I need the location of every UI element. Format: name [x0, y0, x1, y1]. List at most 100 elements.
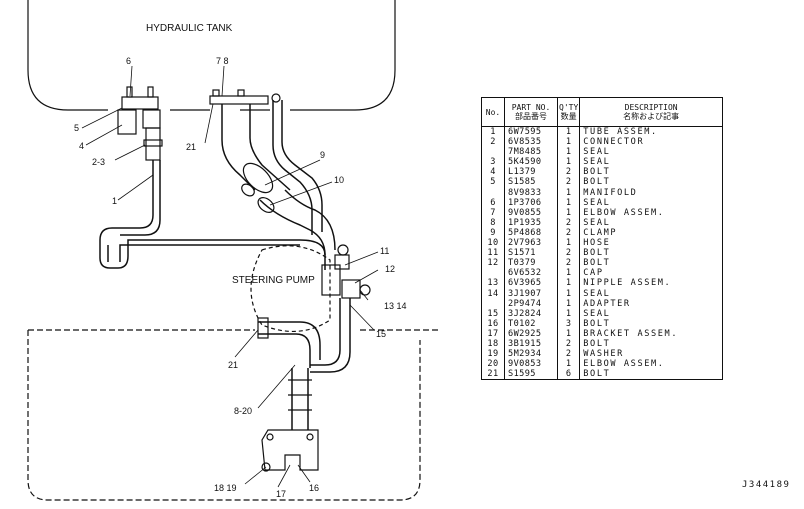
cell-qty: 2 — [557, 338, 581, 350]
cell-part-no: 5M2934 — [504, 349, 558, 360]
cell-part-no: 5P4868 — [504, 227, 558, 239]
cell-item-no: 1 — [481, 126, 505, 138]
cell-description: CONNECTOR — [583, 137, 645, 148]
bracket — [261, 429, 319, 472]
callout-1: 1 — [112, 196, 117, 206]
tank-outline — [27, 0, 396, 111]
cell-description: SEAL — [583, 288, 611, 299]
cell-description: CLAMP — [583, 227, 618, 238]
cell-item-no — [481, 187, 505, 198]
cell-qty: 1 — [557, 157, 581, 168]
cell-part-no: S1585 — [504, 177, 558, 188]
cell-item-no: 10 — [481, 238, 505, 249]
pump-label: STEERING PUMP — [232, 275, 315, 286]
callout-4: 4 — [79, 141, 84, 151]
cell-description: BOLT — [583, 338, 611, 349]
cell-description: NIPPLE ASSEM. — [583, 278, 672, 289]
cell-part-no: 7M8485 — [504, 147, 558, 158]
tank-label: HYDRAULIC TANK — [146, 23, 233, 34]
cell-description: WASHER — [583, 349, 624, 360]
cell-qty: 1 — [557, 298, 581, 309]
callout-2-3: 2-3 — [92, 157, 105, 167]
frame-outline — [27, 329, 440, 501]
cell-description: BOLT — [583, 318, 611, 329]
manifold — [117, 86, 161, 135]
cell-part-no: 5K4590 — [504, 157, 558, 168]
cell-item-no: 7 — [481, 207, 505, 218]
cell-qty: 1 — [557, 288, 581, 299]
cell-description: ELBOW ASSEM. — [583, 207, 665, 218]
callout-11: 11 — [380, 246, 389, 256]
cell-qty: 1 — [557, 126, 581, 138]
cell-description: ADAPTER — [583, 298, 631, 309]
cell-part-no: 6V8535 — [504, 137, 558, 148]
callout-10: 10 — [334, 175, 344, 185]
cell-item-no: 20 — [481, 359, 505, 370]
cell-description: HOSE — [583, 238, 611, 249]
cell-item-no: 2 — [481, 137, 505, 148]
cell-item-no: 8 — [481, 217, 505, 228]
cell-qty: 3 — [557, 318, 581, 329]
cell-part-no: S1595 — [504, 369, 558, 380]
callout-18-19: 18 19 — [214, 483, 237, 493]
cell-item-no: 18 — [481, 338, 505, 350]
cell-qty: 1 — [557, 359, 581, 370]
cell-description: CAP — [583, 268, 604, 279]
cell-description: MANIFOLD — [583, 187, 638, 198]
cell-qty: 1 — [557, 268, 581, 279]
cell-qty: 1 — [557, 278, 581, 289]
cell-item-no: 6 — [481, 197, 505, 208]
drawing-code: J344189 — [742, 480, 791, 490]
callout-5: 5 — [74, 123, 79, 133]
callout-17: 17 — [276, 489, 286, 499]
cell-qty: 1 — [557, 328, 581, 339]
cell-part-no: 3B1915 — [504, 338, 558, 350]
callout-21-top: 21 — [186, 142, 196, 152]
cell-part-no: T0379 — [504, 258, 558, 269]
callout-15: 15 — [376, 329, 386, 339]
cell-qty: 1 — [557, 187, 581, 198]
cell-part-no: 9V0855 — [504, 207, 558, 218]
tube-1 — [99, 160, 326, 270]
cell-description: SEAL — [583, 147, 611, 158]
cell-part-no: 1P1935 — [504, 217, 558, 228]
cell-part-no: T0102 — [504, 318, 558, 329]
cell-item-no: 17 — [481, 328, 505, 339]
cell-item-no: 19 — [481, 349, 505, 360]
cell-item-no — [481, 298, 505, 309]
pump-outline — [250, 245, 331, 333]
cell-item-no: 15 — [481, 308, 505, 319]
cell-item-no: 11 — [481, 248, 505, 259]
callout-13-14: 13 14 — [384, 301, 407, 311]
cell-part-no: L1379 — [504, 167, 558, 178]
cell-description: BOLT — [583, 177, 611, 188]
cell-qty: 1 — [557, 207, 581, 218]
cell-item-no: 21 — [481, 369, 505, 380]
cell-item-no: 14 — [481, 288, 505, 299]
cell-part-no: 3J1907 — [504, 288, 558, 299]
cell-description: BOLT — [583, 258, 611, 269]
cell-qty: 2 — [557, 349, 581, 360]
cell-description: SEAL — [583, 217, 611, 228]
cell-item-no — [481, 147, 505, 158]
cell-item-no: 16 — [481, 318, 505, 329]
